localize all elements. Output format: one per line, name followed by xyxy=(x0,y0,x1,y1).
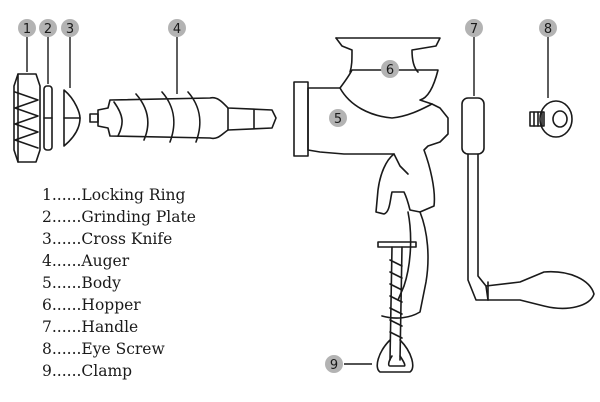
badge-number-9: 9 xyxy=(330,358,338,373)
badge-number-5: 5 xyxy=(334,112,342,127)
badge-number-6: 6 xyxy=(386,63,394,78)
badge-number-7: 7 xyxy=(470,22,478,37)
badge-1: 1 xyxy=(18,19,36,37)
badge-9: 9 xyxy=(325,355,343,373)
grinding-plate-drawing xyxy=(43,85,53,151)
legend-item-body: 5......Body xyxy=(42,274,121,292)
legend-item-locking-ring: 1......Locking Ring xyxy=(42,186,186,204)
legend-item-clamp: 9......Clamp xyxy=(42,362,133,380)
legend-item-handle: 7......Handle xyxy=(42,318,139,336)
body-drawing xyxy=(293,69,449,319)
badge-number-3: 3 xyxy=(66,22,74,37)
badge-7: 7 xyxy=(465,19,483,37)
handle-drawing xyxy=(461,97,595,310)
legend-item-hopper: 6......Hopper xyxy=(42,296,141,314)
hopper-drawing xyxy=(335,37,441,73)
auger-drawing xyxy=(89,91,277,143)
badge-5: 5 xyxy=(329,109,347,127)
badge-8: 8 xyxy=(539,19,557,37)
legend-item-auger: 4......Auger xyxy=(42,252,130,270)
eye-screw-drawing xyxy=(529,100,573,138)
badge-number-2: 2 xyxy=(44,22,52,37)
badge-number-1: 1 xyxy=(23,22,31,37)
legend-item-eye-screw: 8......Eye Screw xyxy=(42,340,165,358)
cross-knife-drawing xyxy=(63,89,81,147)
badge-2: 2 xyxy=(39,19,57,37)
locking-ring-drawing xyxy=(13,73,41,163)
badge-number-4: 4 xyxy=(173,22,181,37)
badge-6: 6 xyxy=(381,60,399,78)
legend-item-cross-knife: 3......Cross Knife xyxy=(42,230,173,248)
parts-legend: 1......Locking Ring 2......Grinding Plat… xyxy=(42,184,196,382)
badge-4: 4 xyxy=(168,19,186,37)
clamp-drawing xyxy=(376,241,417,373)
badge-number-8: 8 xyxy=(544,22,552,37)
badge-3: 3 xyxy=(61,19,79,37)
legend-item-grinding-plate: 2......Grinding Plate xyxy=(42,208,196,226)
